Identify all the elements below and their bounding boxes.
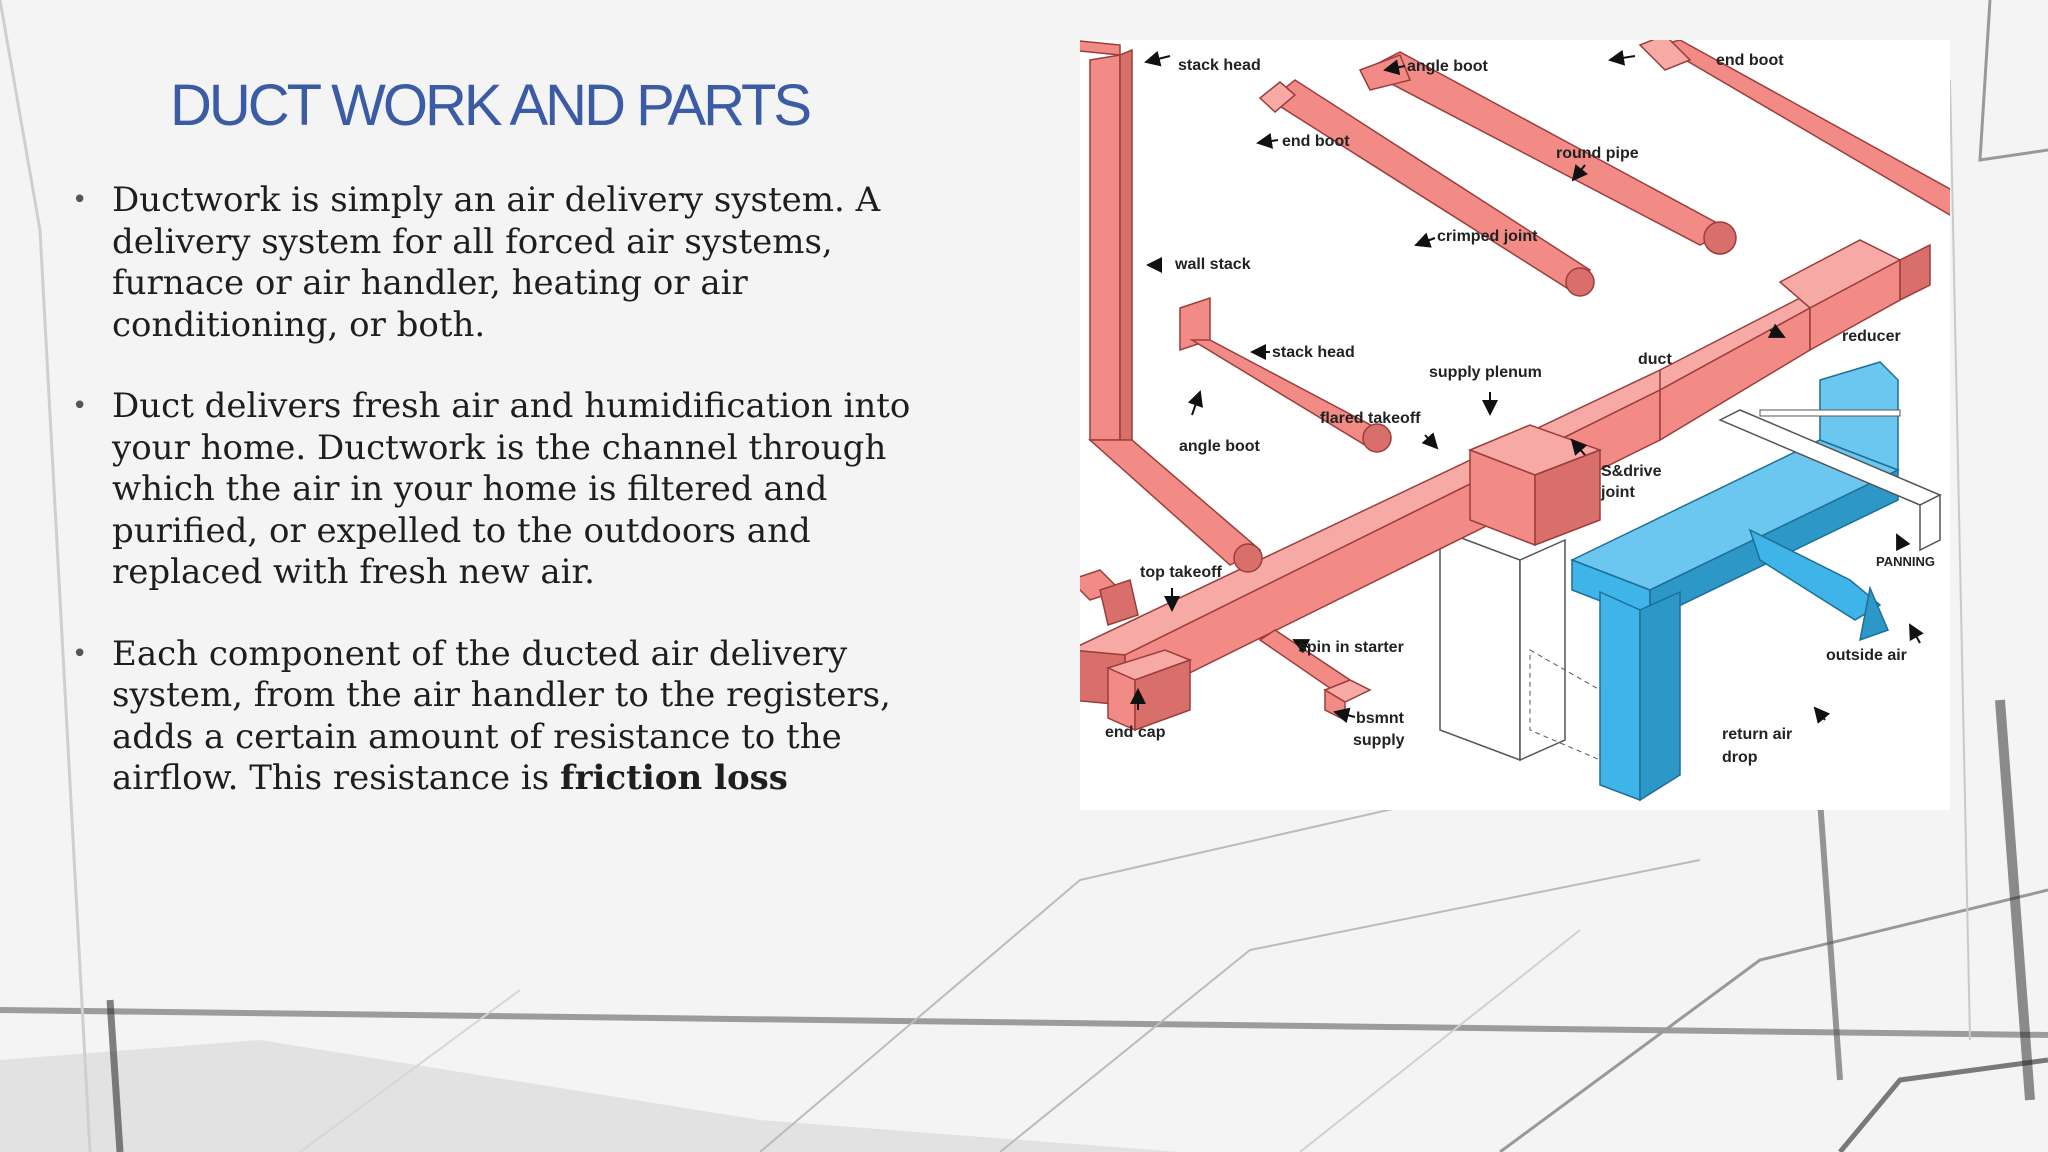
label-return-1: return air xyxy=(1722,726,1792,743)
label-top-takeoff: top takeoff xyxy=(1140,564,1222,581)
label-spin-in-starter: spin in starter xyxy=(1298,639,1404,656)
bullet-list: • Ductwork is simply an air delivery sys… xyxy=(70,180,930,800)
bullet-item: • Each component of the ducted air deliv… xyxy=(70,634,930,800)
diagram-labels: stack head angle boot end boot end boot … xyxy=(1105,49,1935,766)
label-duct: duct xyxy=(1638,351,1672,368)
label-end-boot: end boot xyxy=(1716,52,1784,69)
label-end-cap: end cap xyxy=(1105,724,1166,741)
supply-trunk xyxy=(1080,239,1931,732)
label-round-pipe: round pipe xyxy=(1556,145,1639,162)
furnace-cabinet xyxy=(1439,528,1601,762)
bullet-item: • Ductwork is simply an air delivery sys… xyxy=(70,180,930,346)
bullet-emphasis: friction loss xyxy=(560,758,788,798)
label-wall-stack: wall stack xyxy=(1174,256,1251,273)
bullet-text: Each component of the ducted air deliver… xyxy=(112,633,891,799)
label-reducer: reducer xyxy=(1842,328,1901,345)
bullet-text: Ductwork is simply an air delivery syste… xyxy=(112,180,881,345)
panning-channel xyxy=(1718,409,1942,552)
label-outside-air: outside air xyxy=(1826,647,1907,664)
branch-pipes xyxy=(1080,40,1950,722)
label-stack-head-mid: stack head xyxy=(1272,344,1355,361)
label-bsmnt-2: supply xyxy=(1353,732,1405,749)
label-flared-takeoff: flared takeoff xyxy=(1320,410,1421,427)
label-bsmnt-1: bsmnt xyxy=(1356,710,1405,727)
bullet-icon: • xyxy=(72,185,88,215)
slide-title: DUCT WORK AND PARTS xyxy=(170,73,812,138)
label-sdrive-1: S&drive xyxy=(1601,463,1662,480)
label-angle-boot-mid: angle boot xyxy=(1179,438,1261,455)
return-air-duct xyxy=(1570,361,1901,802)
duct-diagram: stack head angle boot end boot end boot … xyxy=(1080,40,1950,810)
bullet-icon: • xyxy=(72,638,88,669)
label-stack-head: stack head xyxy=(1178,57,1261,74)
bullet-icon: • xyxy=(72,391,88,421)
label-return-2: drop xyxy=(1722,749,1758,766)
label-sdrive-2: joint xyxy=(1600,484,1635,501)
label-end-boot-left: end boot xyxy=(1282,133,1350,150)
bullet-text: Duct delivers fresh air and humidificati… xyxy=(112,386,911,592)
label-supply-plenum: supply plenum xyxy=(1429,364,1542,381)
label-crimped-joint: crimped joint xyxy=(1437,228,1538,245)
label-panning: PANNING xyxy=(1876,554,1935,569)
bullet-item: • Duct delivers fresh air and humidifica… xyxy=(70,386,930,594)
label-angle-boot: angle boot xyxy=(1407,58,1489,75)
